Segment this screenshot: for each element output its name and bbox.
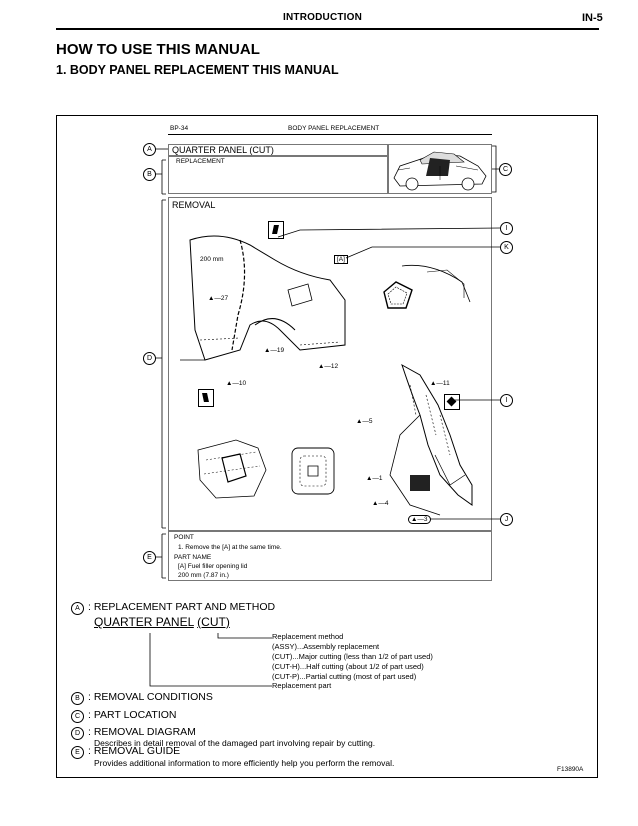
sample-part-title: QUARTER PANEL (CUT) xyxy=(172,145,274,155)
legend-marker-b: B xyxy=(71,692,84,705)
callout-19: ▲—19 xyxy=(264,347,285,354)
method-line-5: (CUT-P)...Partial cutting (most of part … xyxy=(272,672,417,681)
section-heading: 1. BODY PANEL REPLACEMENT THIS MANUAL xyxy=(56,63,339,77)
sample-page-ref: BP-34 xyxy=(170,125,189,132)
sample-header-rule xyxy=(168,134,492,135)
example-part: QUARTER PANEL xyxy=(94,615,194,629)
figure-frame xyxy=(56,115,598,778)
method-list: Replacement method (ASSY)...Assembly rep… xyxy=(272,632,433,682)
legend-e-label: : REMOVAL GUIDE xyxy=(88,745,181,757)
callout-5: ▲—5 xyxy=(356,418,373,425)
method-line-2: (ASSY)...Assembly replacement xyxy=(272,642,380,651)
callout-27: ▲—27 xyxy=(208,295,229,302)
legend-b-label: : REMOVAL CONDITIONS xyxy=(88,691,213,703)
part-callout: [A] xyxy=(334,255,348,264)
spot-weld-tool-icon xyxy=(444,394,460,410)
car-location-illustration xyxy=(393,151,487,191)
point-text: 1. Remove the [A] at the same time. xyxy=(178,544,282,551)
legend-a-label: : REPLACEMENT PART AND METHOD xyxy=(88,601,276,613)
part-name-measure: 200 mm (7.87 in.) xyxy=(178,572,229,579)
legend-d-desc: Describes in detail removal of the damag… xyxy=(94,738,376,748)
legend-e-desc: Provides additional information to more … xyxy=(94,758,395,768)
header-section: INTRODUCTION xyxy=(283,12,363,23)
callout-4: ▲—4 xyxy=(372,500,389,507)
marker-d: D xyxy=(143,352,156,365)
example-part-title: QUARTER PANEL (CUT) xyxy=(94,615,230,629)
sample-removal: REMOVAL xyxy=(172,200,216,210)
replacement-part-label: Replacement part xyxy=(272,681,332,690)
marker-c: C xyxy=(499,163,512,176)
marker-k: K xyxy=(500,241,513,254)
quarter-panel-illustration xyxy=(180,235,346,361)
part-name-text: [A] Fuel filler opening lid xyxy=(178,563,248,570)
legend-marker-d: D xyxy=(71,727,84,740)
example-method: (CUT) xyxy=(197,615,230,629)
legend-marker-a: A xyxy=(71,602,84,615)
callout-3: ▲—3 xyxy=(408,515,431,524)
sample-section-title: BODY PANEL REPLACEMENT xyxy=(288,125,380,132)
page-number: IN-5 xyxy=(582,12,603,24)
lower-panel-illustration xyxy=(197,439,335,499)
location-box xyxy=(388,144,492,194)
marker-a: A xyxy=(143,143,156,156)
welding-tool-icon xyxy=(198,389,214,407)
removal-guide-box xyxy=(168,531,492,581)
legend-c-label: : PART LOCATION xyxy=(88,709,177,721)
figure-code: F13890A xyxy=(557,766,584,773)
measure-label: 200 mm xyxy=(200,256,224,263)
marker-e: E xyxy=(143,551,156,564)
marker-b: B xyxy=(143,168,156,181)
callout-11: ▲—11 xyxy=(430,380,450,387)
callout-12: ▲—12 xyxy=(318,363,339,370)
legend-marker-c: C xyxy=(71,710,84,723)
removal-diagram-box xyxy=(168,197,492,531)
method-line-4: (CUT-H)...Half cutting (about 1/2 of par… xyxy=(272,662,424,671)
rear-panel-illustration xyxy=(389,363,473,516)
callout-1: ▲—1 xyxy=(366,475,383,482)
part-name-label: PART NAME xyxy=(174,554,212,561)
page-title: HOW TO USE THIS MANUAL xyxy=(56,41,260,58)
part-title-box xyxy=(168,144,388,156)
marker-i-top: I xyxy=(500,222,513,235)
marker-j: J xyxy=(500,513,513,526)
header-rule xyxy=(56,28,599,30)
callout-10: ▲—10 xyxy=(226,380,247,387)
method-line-1: Replacement method xyxy=(272,632,344,641)
replacement-box xyxy=(168,156,388,194)
sample-replacement: REPLACEMENT xyxy=(176,158,225,165)
legend-d-label: : REMOVAL DIAGRAM xyxy=(88,726,196,738)
legend-marker-e: E xyxy=(71,746,84,759)
point-label: POINT xyxy=(174,534,194,541)
detail-inset-illustration xyxy=(383,265,471,309)
cutting-tool-icon xyxy=(268,221,284,239)
method-line-3: (CUT)...Major cutting (less than 1/2 of … xyxy=(272,652,433,661)
marker-i-lower: I xyxy=(500,394,513,407)
